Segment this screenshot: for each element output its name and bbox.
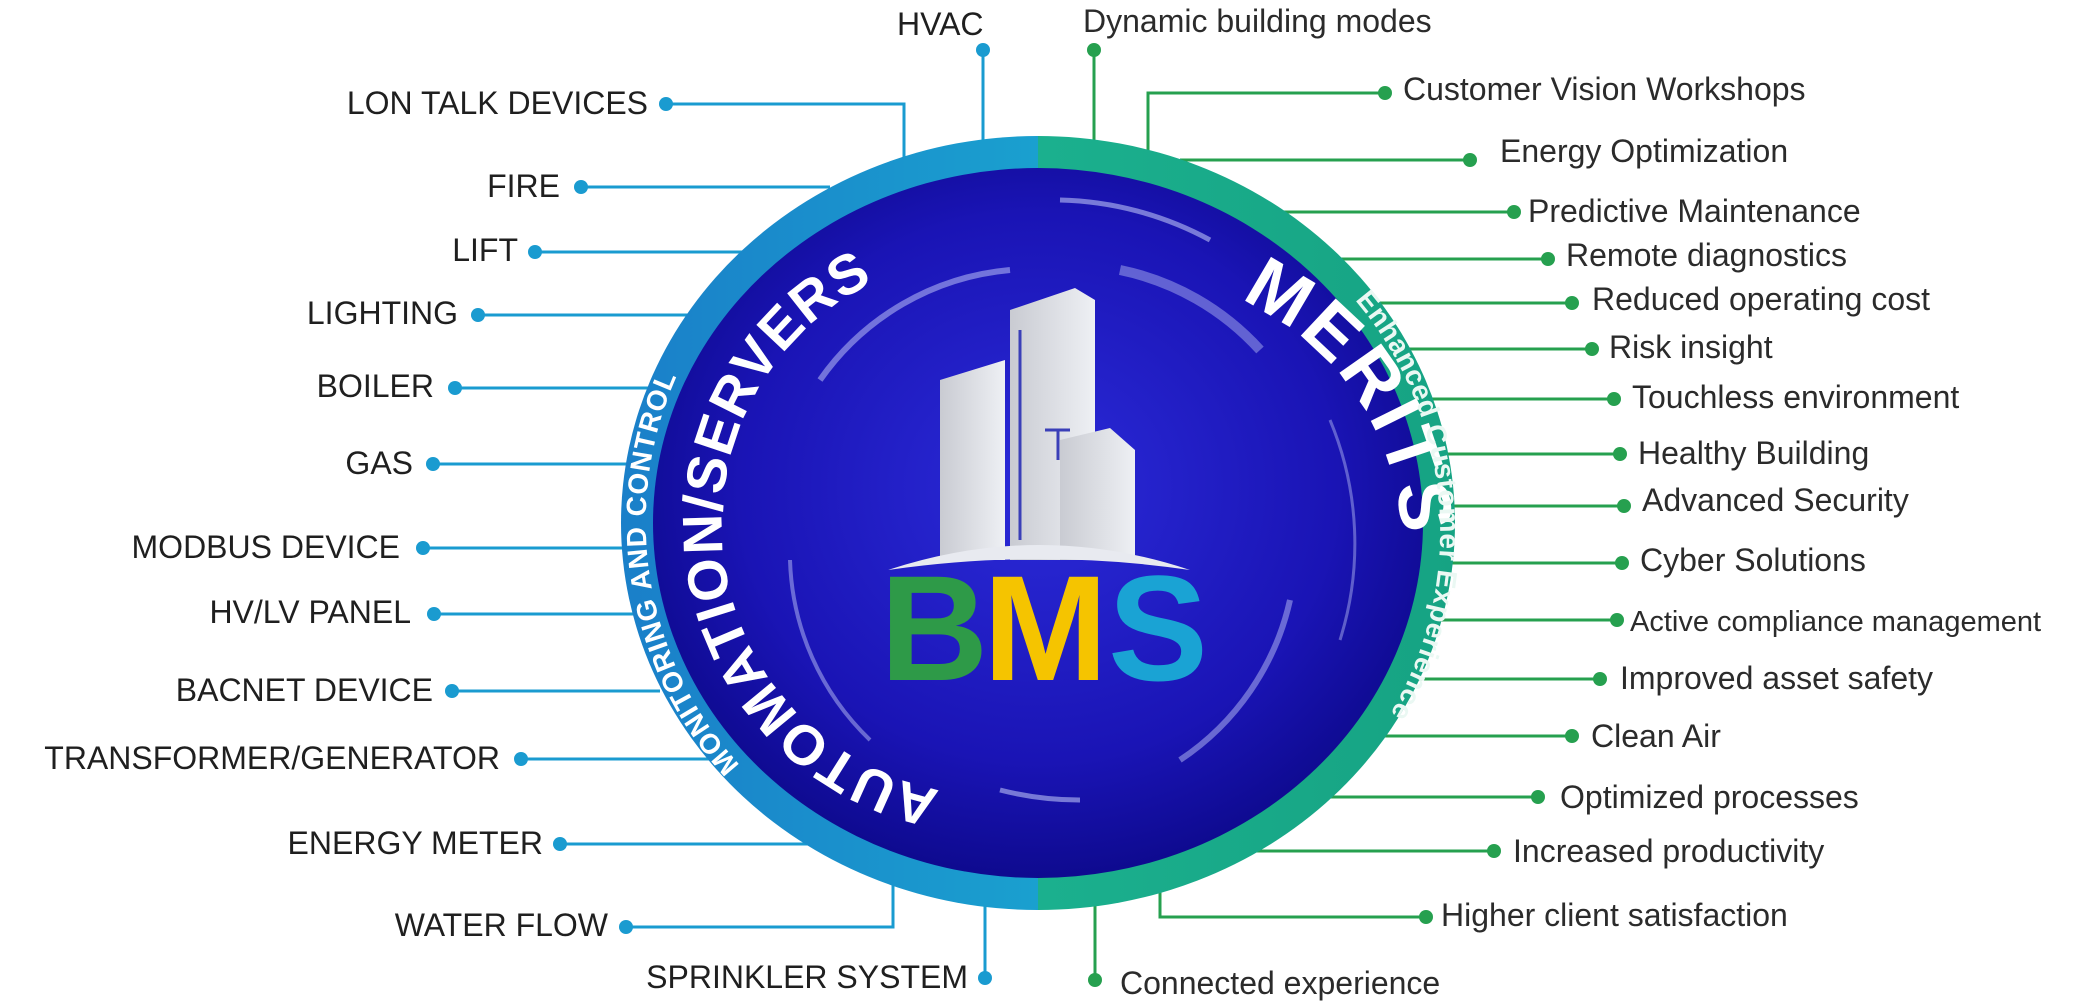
decorative-arcs bbox=[788, 197, 1357, 803]
right-item-asset-safety: Improved asset safety bbox=[1620, 660, 1933, 696]
connector-water-flow bbox=[626, 870, 895, 929]
right-item-dynamic-modes: Dynamic building modes bbox=[1083, 3, 1432, 39]
left-connector-dot bbox=[528, 245, 542, 259]
right-item-optimized: Optimized processes bbox=[1560, 779, 1859, 815]
left-item-lon-talk: LON TALK DEVICES bbox=[347, 85, 648, 121]
right-connector-dot bbox=[1613, 447, 1627, 461]
building-icon bbox=[888, 288, 1190, 570]
connector-dots bbox=[416, 43, 1631, 987]
right-items: Dynamic building modes Customer Vision W… bbox=[1083, 3, 2041, 1001]
bms-logo: B M S bbox=[880, 544, 1208, 712]
left-connector-dot bbox=[514, 752, 528, 766]
right-connector-dot bbox=[1565, 296, 1579, 310]
right-item-compliance: Active compliance management bbox=[1630, 606, 2041, 638]
right-connector-dot bbox=[1419, 910, 1433, 924]
right-connector-dot bbox=[1487, 844, 1501, 858]
left-connector-dot bbox=[659, 97, 673, 111]
left-connector-dot bbox=[448, 381, 462, 395]
left-connector-dot bbox=[445, 684, 459, 698]
left-item-gas: GAS bbox=[345, 445, 413, 481]
right-item-reduced-cost: Reduced operating cost bbox=[1592, 281, 1930, 317]
connector-vision-workshops bbox=[1146, 91, 1385, 160]
bms-letter-b: B bbox=[880, 544, 988, 712]
left-item-fire: FIRE bbox=[487, 168, 560, 204]
left-connector-dot bbox=[574, 180, 588, 194]
left-connector-dot bbox=[553, 837, 567, 851]
right-connector-dot bbox=[1607, 392, 1621, 406]
right-connector-dot bbox=[1541, 252, 1555, 266]
left-item-hvlv: HV/LV PANEL bbox=[209, 594, 411, 630]
right-item-touchless: Touchless environment bbox=[1632, 379, 1959, 415]
right-item-energy-opt: Energy Optimization bbox=[1500, 133, 1788, 169]
left-item-bacnet: BACNET DEVICE bbox=[176, 672, 433, 708]
left-connector-dot bbox=[416, 541, 430, 555]
right-connector-dot bbox=[1565, 729, 1579, 743]
left-item-lighting: LIGHTING bbox=[307, 295, 458, 331]
left-connector-dot bbox=[619, 920, 633, 934]
left-item-lift: LIFT bbox=[452, 232, 518, 268]
right-item-connected: Connected experience bbox=[1120, 965, 1440, 1001]
right-item-client-sat: Higher client satisfaction bbox=[1441, 897, 1788, 933]
left-item-water-flow: WATER FLOW bbox=[395, 907, 609, 943]
bms-letter-m: M bbox=[983, 544, 1108, 712]
left-item-hvac: HVAC bbox=[897, 6, 984, 42]
right-item-security: Advanced Security bbox=[1642, 482, 1909, 518]
left-connector-dot bbox=[427, 607, 441, 621]
connector-client-sat bbox=[1158, 875, 1426, 919]
right-connector-dot bbox=[1615, 556, 1629, 570]
right-connector-dot bbox=[1585, 342, 1599, 356]
right-item-productivity: Increased productivity bbox=[1513, 833, 1824, 869]
right-item-predictive: Predictive Maintenance bbox=[1528, 193, 1861, 229]
left-item-energy-meter: ENERGY METER bbox=[288, 825, 543, 861]
left-items: HVAC LON TALK DEVICES FIRE LIFT LIGHTING… bbox=[44, 6, 983, 995]
left-item-transformer: TRANSFORMER/GENERATOR bbox=[44, 740, 500, 776]
left-item-modbus: MODBUS DEVICE bbox=[132, 529, 400, 565]
right-connector-dot bbox=[1593, 672, 1607, 686]
right-connector-dot bbox=[1531, 790, 1545, 804]
right-connector-dot bbox=[1507, 205, 1521, 219]
connector-lon-talk bbox=[666, 102, 906, 165]
right-connector-dot bbox=[1610, 613, 1624, 627]
left-connector-dot bbox=[471, 308, 485, 322]
right-item-vision-workshops: Customer Vision Workshops bbox=[1403, 71, 1806, 107]
left-item-sprinkler: SPRINKLER SYSTEM bbox=[646, 959, 968, 995]
right-item-cyber: Cyber Solutions bbox=[1640, 542, 1866, 578]
right-connector-dot bbox=[1087, 43, 1101, 57]
left-connector-dot bbox=[976, 43, 990, 57]
right-connector-dot bbox=[1378, 86, 1392, 100]
bms-letter-s: S bbox=[1108, 544, 1208, 712]
right-item-risk-insight: Risk insight bbox=[1609, 329, 1773, 365]
left-connector-dot bbox=[426, 457, 440, 471]
left-connector-dot bbox=[978, 971, 992, 985]
right-item-clean-air: Clean Air bbox=[1591, 718, 1721, 754]
right-connector-dot bbox=[1463, 153, 1477, 167]
bms-circle: B M S AUTOMATION/SERVERS MERITS MONITORI… bbox=[621, 136, 1466, 910]
right-item-remote-diag: Remote diagnostics bbox=[1566, 237, 1847, 273]
right-item-healthy: Healthy Building bbox=[1638, 435, 1869, 471]
right-connector-dot bbox=[1088, 973, 1102, 987]
right-connector-dot bbox=[1617, 499, 1631, 513]
left-item-boiler: BOILER bbox=[317, 368, 434, 404]
